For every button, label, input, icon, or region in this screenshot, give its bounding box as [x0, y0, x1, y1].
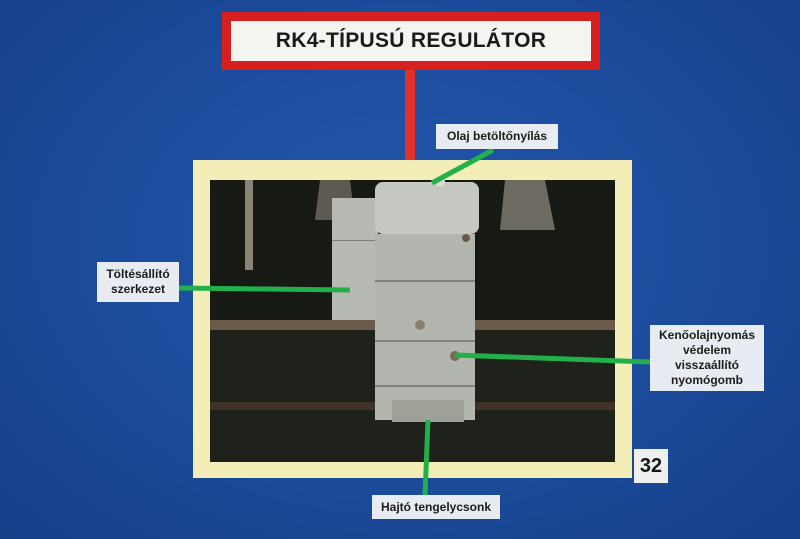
leader-line-lube-reset: [454, 352, 651, 365]
regulator-photo: [210, 180, 615, 462]
label-text: visszaállító: [674, 358, 740, 372]
label-drive-shaft-text: Hajtó tengelycsonk: [380, 499, 492, 514]
label-charge-adjuster: Töltésállító szerkezet: [97, 262, 179, 302]
label-lube-reset: Kenőolajnyomás védelem visszaállító nyom…: [650, 325, 764, 391]
label-text: nyomógomb: [671, 373, 743, 387]
label-text: Töltésállító: [106, 267, 170, 281]
slide-title: RK4-TÍPUSÚ REGULÁTOR: [231, 21, 591, 61]
label-text: védelem: [682, 343, 732, 357]
leader-line-charge-adjuster: [177, 285, 351, 293]
slide-number: 32: [634, 449, 668, 483]
label-oil-filler: Olaj betöltőnyílás: [436, 124, 558, 149]
leader-line-oil-filler: [430, 147, 495, 186]
label-text: Kenőolajnyomás: [658, 328, 756, 342]
leader-line-drive-shaft: [422, 419, 431, 496]
label-text: szerkezet: [110, 282, 166, 296]
title-post: [405, 70, 415, 162]
title-banner: RK4-TÍPUSÚ REGULÁTOR: [222, 12, 600, 70]
label-oil-filler-text: Olaj betöltőnyílás: [446, 129, 548, 143]
label-drive-shaft: Hajtó tengelycsonk: [372, 495, 500, 519]
